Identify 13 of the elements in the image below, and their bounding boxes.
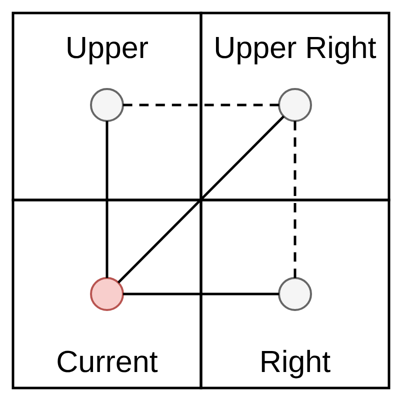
circle-node xyxy=(90,88,124,122)
quadrant-box: Current xyxy=(12,198,202,390)
connector-line xyxy=(106,121,108,278)
quadrant-box: Upper Right xyxy=(200,12,390,202)
connector-line xyxy=(294,121,296,278)
connector-line xyxy=(123,104,279,106)
connector-line xyxy=(117,115,285,284)
circle-node xyxy=(90,277,124,311)
connector-line xyxy=(123,292,279,296)
quadrant-box: Right xyxy=(200,198,390,390)
circle-node xyxy=(278,277,312,311)
circle-node xyxy=(278,88,312,122)
quadrant-box: Upper xyxy=(12,12,202,202)
